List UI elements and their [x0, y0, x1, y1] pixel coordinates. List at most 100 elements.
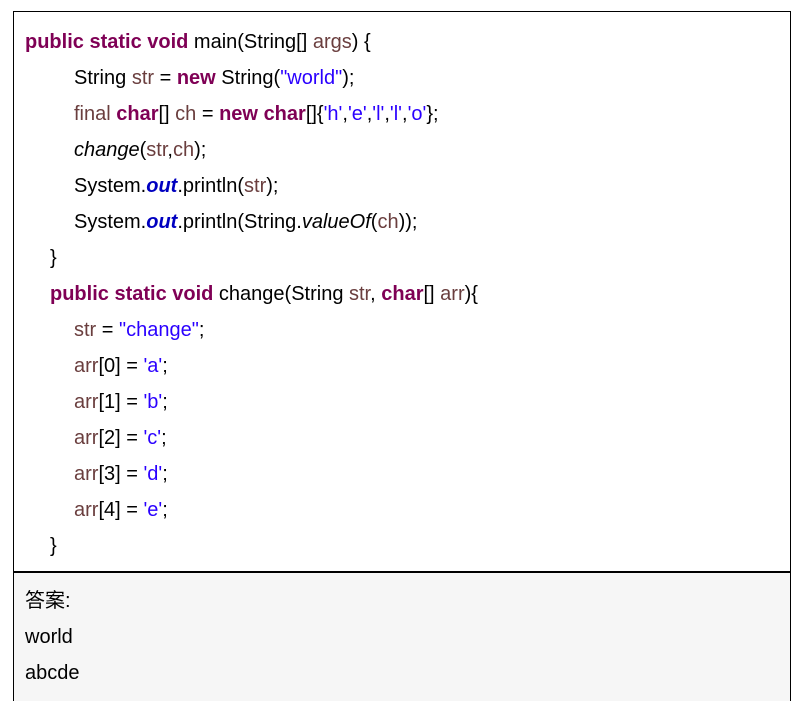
answer-output-line: abcde: [25, 662, 80, 684]
code-text: []{: [305, 103, 324, 125]
code-text: ,: [366, 103, 373, 125]
code-text: [4] =: [98, 499, 144, 521]
code-text: ;: [162, 391, 168, 413]
code-line-arr-assign: arr[0] = 'a';: [74, 348, 168, 384]
variable: arr: [74, 463, 99, 485]
code-line-arr-assign: arr[4] = 'e';: [74, 492, 168, 528]
code-text: ,: [167, 139, 173, 161]
code-text: System.: [74, 211, 147, 233]
code-line-str-decl: String str = new String("world");: [74, 60, 354, 96]
code-text: ,: [384, 103, 390, 125]
code-text: (: [139, 139, 147, 161]
code-text: [0] =: [98, 355, 144, 377]
variable: ch: [377, 211, 399, 233]
code-line-arr-assign: arr[3] = 'd';: [74, 456, 168, 492]
code-text: (: [370, 211, 378, 233]
answer-output-line: world: [25, 626, 73, 648]
code-text: ,: [370, 283, 382, 305]
static-field: out: [146, 175, 178, 197]
code-line-main-signature: public static void main(String[] args) {: [25, 24, 371, 60]
code-line-arr-assign: arr[1] = 'b';: [74, 384, 168, 420]
code-line-str-assign: str = "change";: [74, 312, 204, 348]
code-text: [1] =: [98, 391, 144, 413]
code-line-ch-decl: final char[] ch = new char[]{'h','e','l'…: [74, 96, 439, 132]
variable: str: [131, 67, 155, 89]
code-line-change-signature: public static void change(String str, ch…: [50, 276, 478, 312]
modifier: final: [74, 103, 117, 125]
variable: ch: [175, 103, 197, 125]
method-name: change: [74, 139, 140, 161]
char-literal: 'h': [323, 103, 343, 125]
char-literal: 'e': [143, 499, 163, 521]
variable: arr: [74, 499, 99, 521]
variable: arr: [74, 427, 99, 449]
variable: ch: [172, 139, 195, 161]
code-text: );: [342, 67, 355, 89]
char-literal: 'e': [347, 103, 367, 125]
code-line-change-call: change(str,ch);: [74, 132, 206, 168]
code-line-println-str: System.out.println(str);: [74, 168, 278, 204]
code-text: []: [423, 283, 441, 305]
code-text: }: [50, 247, 57, 269]
string-literal: "change": [119, 319, 199, 341]
code-text: =: [96, 319, 120, 341]
code-text: change(String: [213, 283, 349, 305]
char-literal: 'o': [407, 103, 427, 125]
keyword: new: [219, 103, 258, 125]
code-line-println-ch: System.out.println(String.valueOf(ch));: [74, 204, 417, 240]
method-name: valueOf: [301, 211, 371, 233]
variable: args: [312, 31, 352, 53]
variable: str: [74, 319, 97, 341]
keyword: public static void: [50, 283, 214, 305]
answer-panel: 答案: world abcde: [14, 571, 790, 701]
char-literal: 'b': [143, 391, 163, 413]
char-literal: 'l': [389, 103, 403, 125]
code-text: [2] =: [98, 427, 144, 449]
char-literal: 'd': [143, 463, 163, 485]
code-text: .println(: [177, 175, 245, 197]
code-line-close-brace: }: [50, 528, 57, 564]
char-literal: 'c': [143, 427, 162, 449]
code-text: []: [158, 103, 176, 125]
code-text: ;: [162, 463, 168, 485]
code-text: [3] =: [98, 463, 144, 485]
code-text: =: [196, 103, 220, 125]
code-text: }: [50, 535, 57, 557]
code-text: System.: [74, 175, 147, 197]
variable: str: [349, 283, 371, 305]
code-text: ,: [402, 103, 408, 125]
code-text: ){: [464, 283, 478, 305]
code-text: ;: [161, 427, 167, 449]
code-answer-card: public static void main(String[] args) {…: [13, 11, 791, 701]
code-text: ) {: [351, 31, 371, 53]
code-text: ));: [398, 211, 418, 233]
code-text: ;: [198, 319, 205, 341]
code-text: main(String[]: [188, 31, 313, 53]
variable: arr: [74, 391, 99, 413]
variable: str: [244, 175, 267, 197]
variable: arr: [74, 355, 99, 377]
code-text: String: [74, 67, 132, 89]
code-text: String(: [215, 67, 281, 89]
keyword: char: [116, 103, 159, 125]
code-text: ;: [162, 499, 168, 521]
code-line-arr-assign: arr[2] = 'c';: [74, 420, 167, 456]
variable: arr: [440, 283, 465, 305]
code-text: .println(String.: [177, 211, 302, 233]
keyword: public static void: [25, 31, 189, 53]
answer-label: 答案:: [25, 590, 71, 612]
code-block: public static void main(String[] args) {…: [14, 12, 790, 572]
code-text: );: [194, 139, 207, 161]
static-field: out: [146, 211, 178, 233]
code-text: };: [426, 103, 439, 125]
char-literal: 'a': [143, 355, 163, 377]
keyword: char: [381, 283, 424, 305]
char-literal: 'l': [372, 103, 385, 125]
code-line-close-brace: }: [50, 240, 57, 276]
string-literal: "world": [280, 67, 343, 89]
variable: str: [146, 139, 168, 161]
code-text: =: [154, 67, 177, 89]
keyword: new: [176, 67, 216, 89]
code-text: ;: [162, 355, 168, 377]
code-text: ,: [342, 103, 348, 125]
